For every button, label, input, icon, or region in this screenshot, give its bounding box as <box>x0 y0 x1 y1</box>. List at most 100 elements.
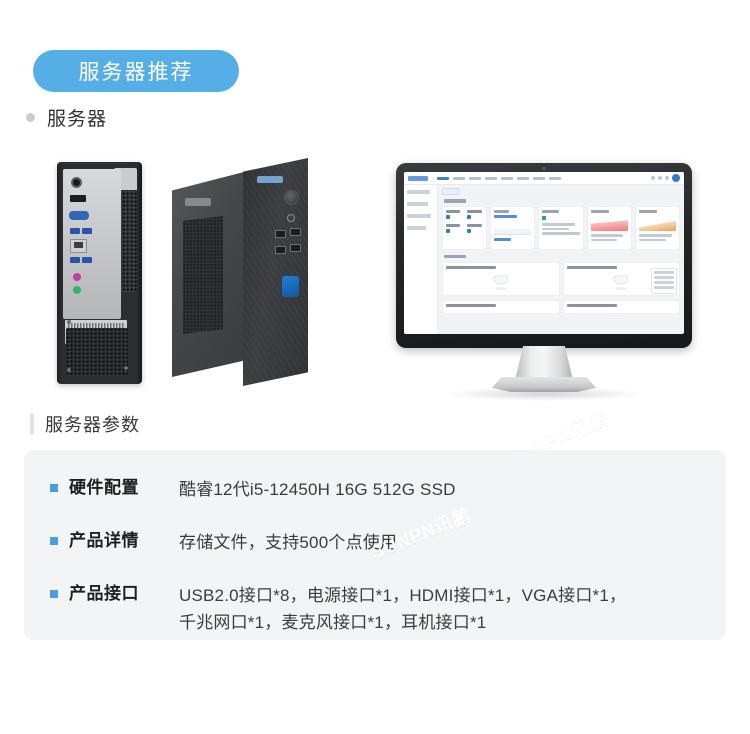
usb-port-icon <box>290 228 301 236</box>
stat-card <box>586 205 632 250</box>
monitor-stand-base <box>492 377 596 392</box>
rear-lower-vent <box>66 328 128 376</box>
params-panel: 硬件配置 酷睿12代i5-12450H 16G 512G SSD 产品详情 存储… <box>24 450 726 640</box>
dashboard-nav-menu <box>437 176 561 180</box>
dashboard-main <box>438 185 684 334</box>
param-value: 酷睿12代i5-12450H 16G 512G SSD <box>179 476 456 503</box>
ethernet-port-icon <box>70 239 87 253</box>
product-image-group: SUNPN讯鹏 <box>0 145 750 469</box>
sidebar-item <box>407 202 428 206</box>
square-bullet-icon <box>50 484 58 492</box>
screw-icon <box>67 320 71 324</box>
monitor-shadow <box>444 387 644 401</box>
usb-port-icon <box>275 230 286 238</box>
empty-state-icon <box>493 275 508 285</box>
params-section-title: 服务器参数 <box>45 415 140 435</box>
menu-item <box>654 271 674 274</box>
dashboard-section-title <box>444 254 466 258</box>
stat-card <box>634 205 681 250</box>
usb-port-icon <box>70 228 80 234</box>
menu-item <box>654 281 674 284</box>
usb-port-icon <box>82 228 92 234</box>
nav-item <box>453 176 465 180</box>
server-rear-view-image <box>57 162 142 384</box>
hdmi-port-icon <box>70 195 86 202</box>
menu-item <box>654 276 674 279</box>
param-row: 产品接口 USB2.0接口*8，电源接口*1，HDMI接口*1，VGA接口*1，… <box>50 582 700 636</box>
dashboard-panel <box>442 300 560 314</box>
param-row: 硬件配置 酷睿12代i5-12450H 16G 512G SSD <box>50 476 700 503</box>
sidebar-item <box>407 190 430 194</box>
dashboard-section-title <box>444 199 466 203</box>
search-icon <box>651 176 655 180</box>
dashboard-sidebar <box>404 185 438 334</box>
param-value: USB2.0接口*8，电源接口*1，HDMI接口*1，VGA接口*1， 千兆网口… <box>179 582 626 636</box>
sub-heading: 服务器 <box>26 104 107 131</box>
param-value-line: 千兆网口*1，麦克风接口*1，耳机接口*1 <box>179 613 487 632</box>
brand-logo-icon <box>257 176 283 183</box>
empty-state-icon <box>614 275 629 285</box>
bell-icon <box>665 176 669 180</box>
sub-heading-label: 服务器 <box>47 109 108 130</box>
progress-bar <box>494 215 517 218</box>
webcam-icon <box>542 167 546 170</box>
circle-bullet-icon <box>26 113 35 122</box>
dashboard-tab <box>442 188 459 195</box>
vga-port-icon <box>69 211 89 220</box>
usb-port-icon <box>82 257 92 263</box>
stat-card <box>490 205 536 250</box>
nav-item <box>533 176 545 180</box>
params-section-heading: 服务器参数 <box>30 411 140 437</box>
param-value-line: 酷睿12代i5-12450H 16G 512G SSD <box>179 480 456 499</box>
front-dial-icon <box>284 190 299 205</box>
monitor-bezel <box>396 163 692 348</box>
dashboard-panel <box>442 262 560 296</box>
square-bullet-icon <box>50 537 58 545</box>
stat-card <box>442 205 488 250</box>
monitor-image <box>396 163 692 401</box>
nav-item <box>517 176 529 180</box>
line-chart <box>590 215 628 231</box>
dropdown-menu <box>651 268 677 294</box>
dashboard-panel-row <box>442 300 680 314</box>
avatar <box>672 174 680 182</box>
menu-item <box>654 286 674 289</box>
monitor-stand-neck <box>515 346 573 380</box>
param-value-line: USB2.0接口*8，电源接口*1，HDMI接口*1，VGA接口*1， <box>179 586 627 605</box>
usb-port-icon <box>290 244 301 252</box>
microphone-jack-icon <box>73 273 81 281</box>
param-value-line: 存储文件，支持500个点使用 <box>179 533 398 552</box>
headphone-jack-icon <box>73 286 81 294</box>
dashboard-topbar-actions <box>651 174 680 182</box>
nav-item <box>469 176 481 180</box>
nav-item <box>485 176 497 180</box>
server-front-view-image <box>172 158 308 386</box>
usb-port-icon <box>275 246 286 254</box>
section-title-pill: 服务器推荐 <box>33 50 239 92</box>
sidebar-item <box>407 214 431 218</box>
chassis-front-panel <box>243 158 308 386</box>
area-chart <box>638 215 677 231</box>
dashboard-stat-cards <box>442 205 681 250</box>
dashboard-panel <box>562 262 680 296</box>
param-value: 存储文件，支持500个点使用 <box>179 529 397 556</box>
nav-item <box>549 176 561 180</box>
param-row: 产品详情 存储文件，支持500个点使用 <box>50 529 700 556</box>
power-button-icon <box>287 214 295 222</box>
dashboard-panel-row <box>442 262 680 296</box>
intel-badge-icon <box>282 276 299 297</box>
usb-port-icon <box>70 257 80 263</box>
param-key: 产品详情 <box>69 531 139 550</box>
nav-item <box>437 176 449 180</box>
gear-icon <box>658 176 662 180</box>
rear-io-plate <box>63 169 121 319</box>
dashboard-body <box>404 185 684 334</box>
square-bullet-icon <box>50 590 58 598</box>
dashboard-topbar <box>404 172 684 185</box>
screw-icon <box>67 368 71 372</box>
dashboard-logo-icon <box>408 175 428 181</box>
sidebar-item <box>407 226 426 230</box>
screw-icon <box>124 366 128 370</box>
chassis-side-panel <box>172 172 244 377</box>
